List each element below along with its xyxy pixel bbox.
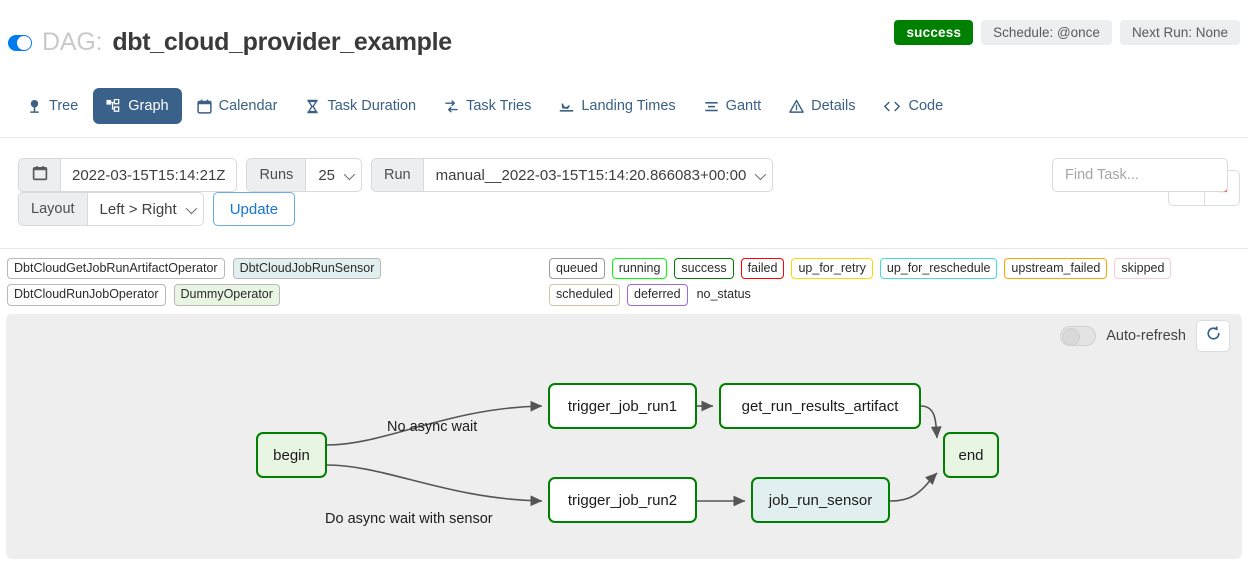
- calendar-picker-button[interactable]: [18, 158, 60, 192]
- graph-panel: Auto-refresh begin tri: [6, 314, 1242, 559]
- run-select[interactable]: manual__2022-03-15T15:14:20.866083+00:00: [422, 158, 774, 192]
- retry-icon: [444, 99, 459, 114]
- tab-label: Landing Times: [581, 98, 676, 114]
- layout-group: Layout Left > Right: [18, 192, 204, 226]
- page-header: DAG: dbt_cloud_provider_example success …: [0, 0, 1248, 72]
- auto-refresh-toggle[interactable]: [1060, 326, 1097, 346]
- refresh-button[interactable]: [1196, 320, 1230, 352]
- task-node-trigger-job-run2[interactable]: trigger_job_run2: [548, 477, 697, 523]
- auto-refresh-label: Auto-refresh: [1106, 328, 1186, 344]
- legend-operator[interactable]: DbtCloudGetJobRunArtifactOperator: [7, 258, 225, 280]
- task-node-job-run-sensor[interactable]: job_run_sensor: [751, 477, 890, 523]
- task-node-label: job_run_sensor: [768, 491, 873, 509]
- calendar-icon: [32, 165, 48, 186]
- gantt-icon: [704, 99, 719, 114]
- num-runs-group: Runs 25: [246, 158, 362, 192]
- task-node-trigger-job-run1[interactable]: trigger_job_run1: [548, 383, 697, 429]
- legend-status-skipped[interactable]: skipped: [1114, 258, 1172, 280]
- edge-label-do-async-wait: Do async wait with sensor: [325, 511, 493, 527]
- next-run-badge: Next Run: None: [1119, 20, 1240, 45]
- layout-select[interactable]: Left > Right: [86, 192, 204, 226]
- legend-status-running[interactable]: running: [611, 258, 668, 280]
- tab-label: Tree: [49, 98, 79, 114]
- run-select-group: Run manual__2022-03-15T15:14:20.866083+0…: [371, 158, 774, 192]
- legend-status-upstream-failed[interactable]: upstream_failed: [1004, 258, 1108, 280]
- legend-status-scheduled[interactable]: scheduled: [549, 284, 620, 306]
- header-badges: success Schedule: @once Next Run: None: [894, 20, 1240, 45]
- legend-status-success[interactable]: success: [674, 258, 734, 280]
- tab-gantt[interactable]: Gantt: [691, 88, 774, 124]
- tab-task-duration[interactable]: Task Duration: [292, 88, 429, 124]
- dag-label: DAG:: [42, 28, 103, 56]
- tab-graph[interactable]: Graph: [93, 88, 182, 124]
- legend-operator[interactable]: DbtCloudJobRunSensor: [232, 258, 382, 280]
- update-button[interactable]: Update: [212, 192, 296, 226]
- task-node-get-run-results-artifact[interactable]: get_run_results_artifact: [719, 383, 921, 429]
- tab-details[interactable]: Details: [776, 88, 868, 124]
- legend-operator[interactable]: DbtCloudRunJobOperator: [7, 284, 166, 306]
- legend-status-up-for-reschedule[interactable]: up_for_reschedule: [879, 258, 998, 280]
- tab-tree[interactable]: Tree: [14, 88, 91, 124]
- landing-icon: [559, 99, 574, 114]
- legend-status-up-for-retry[interactable]: up_for_retry: [791, 258, 873, 280]
- tab-calendar[interactable]: Calendar: [184, 88, 291, 124]
- code-brackets-icon: [883, 99, 901, 114]
- refresh-icon: [1205, 325, 1222, 347]
- task-node-label: begin: [273, 446, 310, 464]
- task-node-end[interactable]: end: [943, 432, 999, 478]
- tab-label: Details: [811, 98, 856, 114]
- tab-label: Graph: [128, 98, 169, 114]
- tab-code[interactable]: Code: [870, 88, 956, 124]
- legend-status-deferred[interactable]: deferred: [627, 284, 688, 306]
- tab-task-tries[interactable]: Task Tries: [431, 88, 544, 124]
- legend-operator[interactable]: DummyOperator: [173, 284, 280, 306]
- task-node-label: trigger_job_run2: [567, 491, 678, 509]
- num-runs-select[interactable]: 25: [305, 158, 362, 192]
- layout-label: Layout: [18, 192, 87, 226]
- hourglass-icon: [305, 99, 320, 114]
- tab-label: Gantt: [725, 98, 762, 114]
- tree-icon: [27, 99, 42, 114]
- legend-status-no-status[interactable]: no_status: [696, 287, 751, 302]
- page-title: DAG: dbt_cloud_provider_example: [8, 28, 452, 57]
- schedule-badge: Schedule: @once: [981, 20, 1112, 45]
- graph-controls: Auto-refresh: [1060, 320, 1230, 352]
- status-badge: success: [894, 20, 974, 45]
- task-node-begin[interactable]: begin: [256, 432, 327, 478]
- tab-landing-times[interactable]: Landing Times: [546, 88, 688, 124]
- view-tabbar: Tree Graph Calendar Task Duration Task T…: [0, 82, 1248, 206]
- calendar-icon: [196, 99, 212, 114]
- tab-label: Calendar: [218, 98, 278, 114]
- task-node-label: end: [958, 446, 984, 464]
- graph-edges: [326, 400, 942, 507]
- legend-statuses: queued running success failed up_for_ret…: [549, 258, 1244, 306]
- search-input[interactable]: Find Task...: [1052, 158, 1228, 192]
- base-date-input[interactable]: 2022-03-15T15:14:21Z: [60, 158, 238, 192]
- dag-paused-toggle[interactable]: [8, 34, 32, 51]
- edge-label-no-async-wait: No async wait: [387, 419, 478, 435]
- legend-status-failed[interactable]: failed: [740, 258, 785, 280]
- filter-toolbar: 2022-03-15T15:14:21Z Runs 25 Run manual_…: [0, 139, 1248, 249]
- legend-operators: DbtCloudGetJobRunArtifactOperator DbtClo…: [7, 258, 537, 306]
- legend: DbtCloudGetJobRunArtifactOperator DbtClo…: [0, 250, 1248, 308]
- legend-status-queued[interactable]: queued: [549, 258, 605, 280]
- task-node-label: trigger_job_run1: [567, 397, 678, 415]
- run-label: Run: [371, 158, 423, 192]
- dag-name: dbt_cloud_provider_example: [112, 28, 452, 56]
- triangle-info-icon: [789, 99, 804, 114]
- tab-label: Task Tries: [466, 98, 532, 114]
- tab-label: Task Duration: [327, 98, 417, 114]
- task-node-label: get_run_results_artifact: [741, 397, 899, 415]
- runs-label: Runs: [246, 158, 306, 192]
- graph-icon: [106, 98, 121, 114]
- tab-label: Code: [908, 98, 944, 114]
- base-date-group: 2022-03-15T15:14:21Z: [18, 158, 238, 192]
